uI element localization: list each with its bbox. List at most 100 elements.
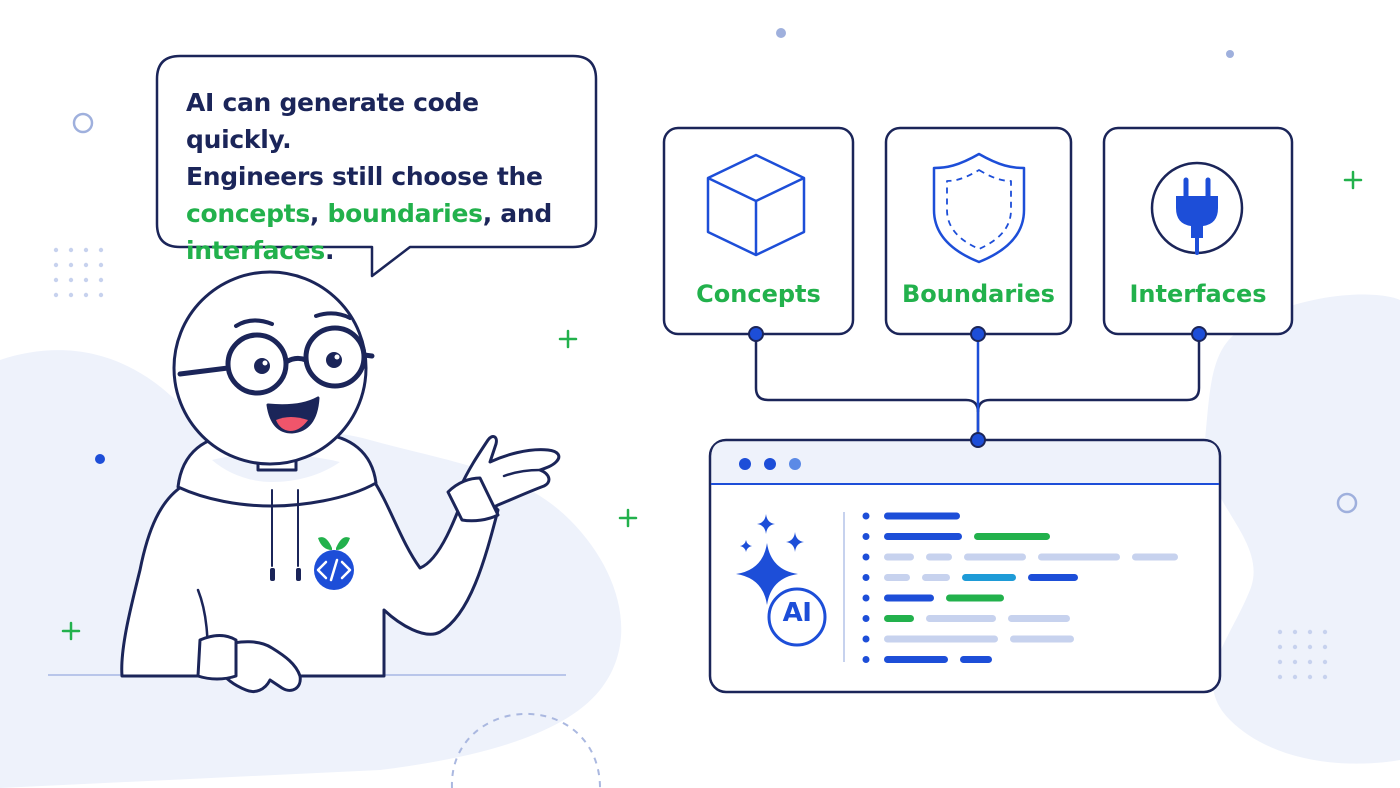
grid-dot — [68, 262, 74, 268]
code-token-bar — [884, 553, 914, 561]
grid-dot — [1292, 659, 1298, 665]
grid-dot — [68, 292, 74, 298]
speech-text: AI can generate code quickly. Engineers … — [186, 84, 586, 269]
code-line-bullet — [862, 574, 870, 581]
code-line-bullet — [862, 533, 870, 540]
shield-icon — [932, 152, 1026, 264]
code-token-bar — [974, 533, 1050, 540]
grid-dot — [1292, 629, 1298, 635]
grid-dot — [98, 262, 104, 268]
code-token-bar — [1132, 553, 1178, 561]
speech-line-2: Engineers still choose the — [186, 162, 543, 191]
code-line-bullet — [862, 656, 870, 663]
grid-dot — [53, 292, 59, 298]
dot-decoration — [95, 454, 105, 464]
grid-dot — [1277, 644, 1283, 650]
eyebrow — [234, 318, 274, 328]
code-token-bar — [1028, 574, 1078, 581]
window-titlebar — [711, 441, 1219, 484]
plus-decoration — [558, 329, 578, 349]
plus-decoration — [61, 621, 81, 641]
ring-decoration — [1336, 492, 1358, 514]
plus-decoration — [618, 508, 638, 528]
grid-dot — [1322, 659, 1328, 665]
window-control-dot — [739, 458, 751, 470]
highlight-boundaries: boundaries — [327, 199, 483, 228]
code-token-bar — [946, 594, 1004, 602]
decorations — [53, 28, 1363, 788]
grid-dot — [53, 262, 59, 268]
grid-dot — [1292, 644, 1298, 650]
speech-separator: , — [309, 199, 328, 228]
character — [120, 270, 561, 694]
highlight-concepts: concepts — [186, 199, 310, 228]
code-line-bullet — [862, 512, 870, 520]
window-control-dot — [789, 458, 801, 470]
code-line-bullet — [862, 594, 870, 602]
card-label-boundaries: Boundaries — [902, 280, 1055, 308]
connector-node — [970, 326, 986, 342]
grid-dot — [98, 277, 104, 283]
resting-hand — [218, 640, 302, 694]
code-token-bar — [1038, 553, 1120, 561]
dashed-arc-decoration — [450, 712, 601, 788]
code-line-bullet — [862, 553, 870, 561]
connector-node — [1191, 326, 1207, 342]
cube-icon — [706, 153, 806, 257]
sleeve-cuff — [196, 634, 238, 681]
grid-dot — [1322, 644, 1328, 650]
grid-dot — [53, 247, 59, 253]
code-brackets-icon — [314, 537, 354, 590]
dot-decoration — [1226, 50, 1234, 58]
card-label-interfaces: Interfaces — [1129, 280, 1267, 308]
highlight-interfaces: interfaces — [186, 236, 326, 265]
sleeve-cuff — [446, 476, 500, 523]
code-token-bar — [962, 574, 1016, 581]
code-token-bar — [960, 656, 992, 663]
code-token-bar — [884, 635, 998, 643]
code-token-bar — [926, 553, 952, 561]
code-token-bar — [884, 574, 910, 581]
eyebrow — [314, 311, 352, 320]
grid-dot — [1292, 674, 1298, 680]
speech-line-3: concepts, boundaries, and — [186, 195, 586, 232]
ai-badge-label: AI — [782, 598, 812, 628]
card-boundaries — [884, 126, 1073, 342]
code-token-bar — [884, 512, 960, 520]
code-lines — [862, 512, 1178, 663]
code-token-bar — [922, 574, 950, 581]
ring-decoration — [72, 112, 94, 134]
code-token-bar — [884, 656, 948, 663]
speech-line-4: interfaces. — [186, 232, 586, 269]
connector-interfaces — [976, 334, 1201, 413]
code-token-bar — [884, 615, 914, 622]
speech-separator: , and — [482, 199, 553, 228]
grid-dot — [1277, 659, 1283, 665]
sparkle-icon — [736, 514, 804, 605]
grid-dot — [1322, 674, 1328, 680]
grid-dot — [1322, 629, 1328, 635]
speech-bubble-shape — [155, 54, 598, 278]
grid-dot — [1307, 644, 1313, 650]
code-token-bar — [964, 553, 1026, 561]
grid-dot — [1307, 659, 1313, 665]
code-token-bar — [884, 533, 962, 540]
grid-dot — [1307, 629, 1313, 635]
grid-dot — [1277, 674, 1283, 680]
dot-grid-decoration — [53, 247, 104, 298]
code-token-bar — [926, 615, 996, 622]
code-line-bullet — [862, 615, 870, 622]
eye-left — [254, 358, 270, 374]
grid-dot — [83, 247, 89, 253]
code-token-bar — [1008, 615, 1070, 622]
connectors — [754, 334, 1201, 440]
speech-line-1: AI can generate code quickly. — [186, 88, 479, 154]
code-token-bar — [1010, 635, 1074, 643]
grid-dot — [68, 247, 74, 253]
grid-dot — [53, 277, 59, 283]
grid-dot — [1307, 674, 1313, 680]
grid-dot — [98, 292, 104, 298]
dot-grid-decoration — [1277, 629, 1328, 680]
dot-decoration — [776, 28, 786, 38]
